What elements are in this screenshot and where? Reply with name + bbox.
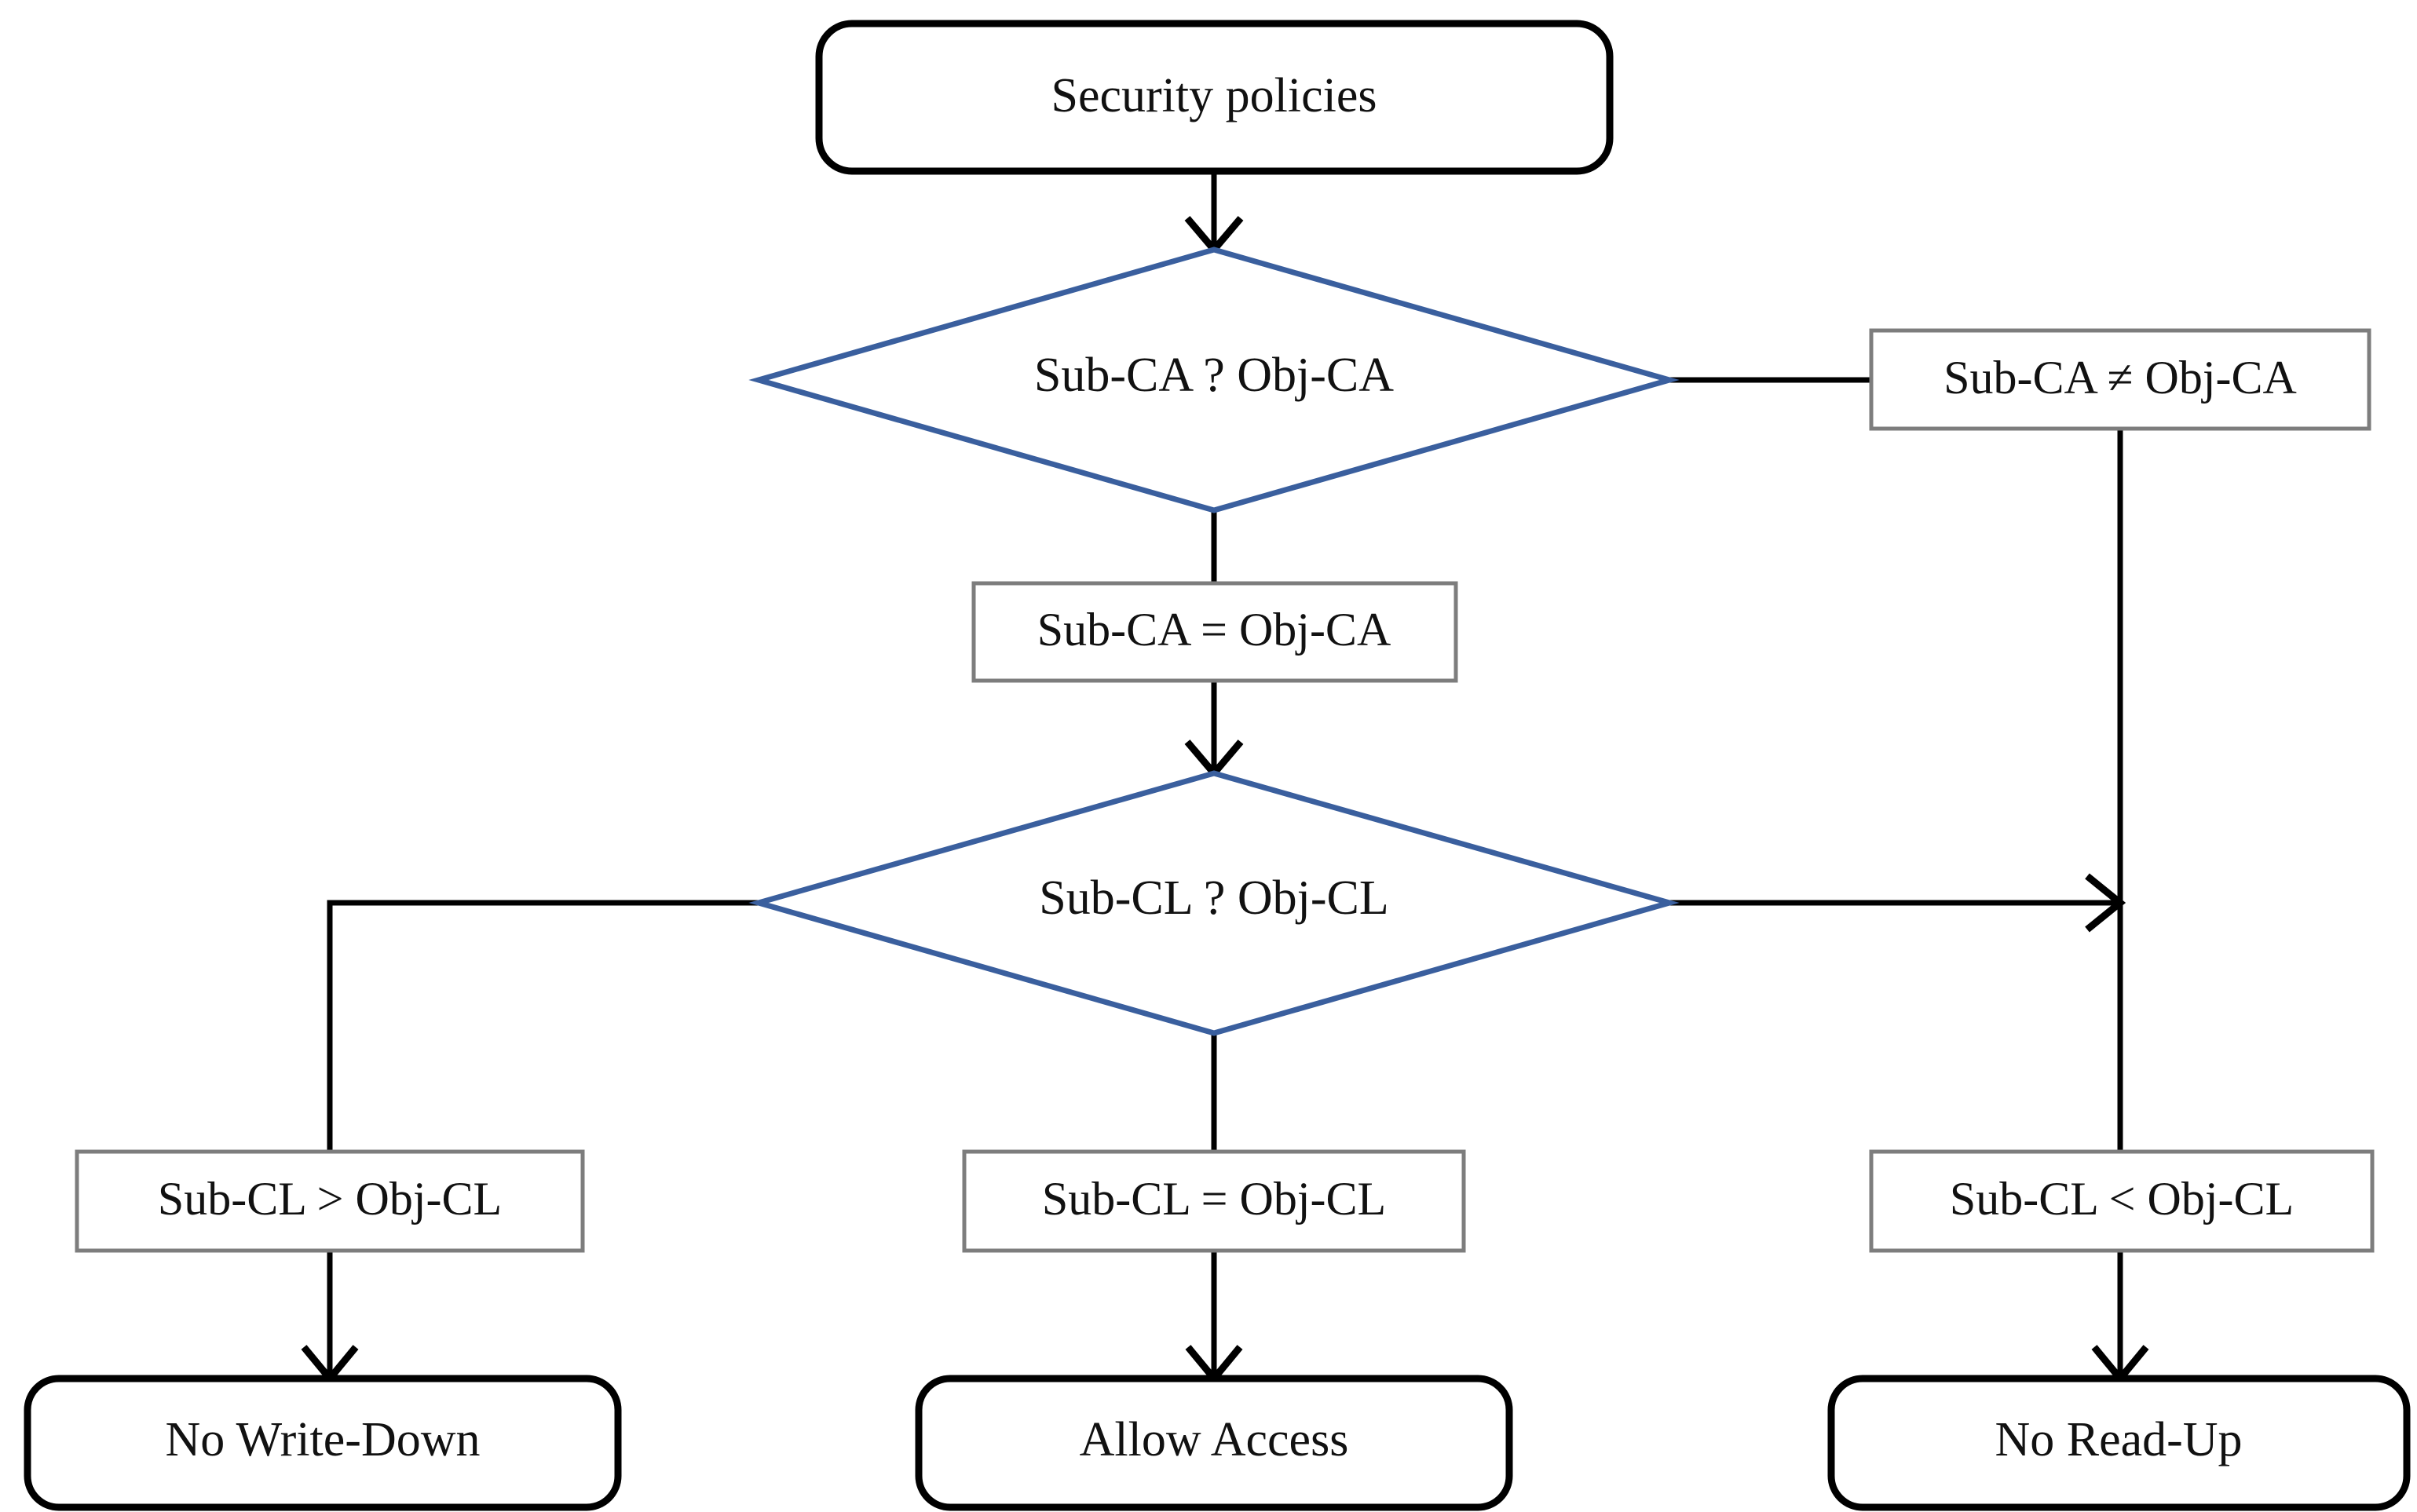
sub-ca-equal-label: Sub-CA = Obj-CA	[1037, 604, 1391, 656]
node-sub-cl-less-obj-cl[interactable]: Sub-CL < Obj-CL	[1869, 1149, 2375, 1253]
node-sub-ca-not-equal-obj-ca[interactable]: Sub-CA ≠ Obj-CA	[1869, 328, 2371, 431]
decision-sub-ca-label: Sub-CA ? Obj-CA	[1034, 349, 1394, 402]
sub-ca-not-equal-label: Sub-CA ≠ Obj-CA	[1943, 352, 2297, 404]
node-sub-cl-equal-obj-cl[interactable]: Sub-CL = Obj-CL	[962, 1149, 1466, 1253]
sub-cl-equal-label: Sub-CL = Obj-CL	[1042, 1173, 1386, 1225]
node-sub-cl-greater-obj-cl[interactable]: Sub-CL > Obj-CL	[75, 1149, 585, 1253]
allow-access-shape	[915, 1375, 1513, 1511]
sub-cl-greater-shape	[75, 1149, 585, 1253]
decision-sub-ca-shape	[748, 247, 1680, 513]
sub-cl-greater-label: Sub-CL > Obj-CL	[158, 1173, 502, 1225]
node-no-write-down[interactable]: No Write-Down	[24, 1375, 622, 1511]
sub-cl-less-shape	[1869, 1149, 2375, 1253]
node-allow-access[interactable]: Allow Access	[915, 1375, 1513, 1511]
no-write-down-label: No Write-Down	[165, 1413, 480, 1466]
decision-sub-cl-shape	[748, 770, 1680, 1036]
security-policies-shape	[815, 20, 1614, 175]
no-read-up-label: No Read-Up	[1995, 1413, 2242, 1466]
no-read-up-shape	[1827, 1375, 2411, 1511]
node-decision-sub-cl-obj-cl[interactable]: Sub-CL ? Obj-CL	[748, 770, 1680, 1036]
sub-cl-less-label: Sub-CL < Obj-CL	[1950, 1173, 2294, 1225]
no-write-down-shape	[24, 1375, 622, 1511]
arrowhead-into-trunk	[2085, 873, 2126, 933]
node-decision-sub-ca-obj-ca[interactable]: Sub-CA ? Obj-CA	[748, 247, 1680, 513]
decision-sub-cl-label: Sub-CL ? Obj-CL	[1039, 871, 1388, 925]
node-no-read-up[interactable]: No Read-Up	[1827, 1375, 2411, 1511]
edge-decision-cl-to-cl-greater	[327, 900, 759, 1152]
security-policies-label: Security policies	[1051, 69, 1377, 122]
allow-access-label: Allow Access	[1080, 1413, 1349, 1466]
sub-ca-not-equal-shape	[1869, 328, 2371, 431]
node-security-policies[interactable]: Security policies	[815, 20, 1614, 175]
node-sub-ca-equal-obj-ca[interactable]: Sub-CA = Obj-CA	[971, 581, 1458, 683]
sub-ca-equal-shape	[971, 581, 1458, 683]
sub-cl-equal-shape	[962, 1149, 1466, 1253]
